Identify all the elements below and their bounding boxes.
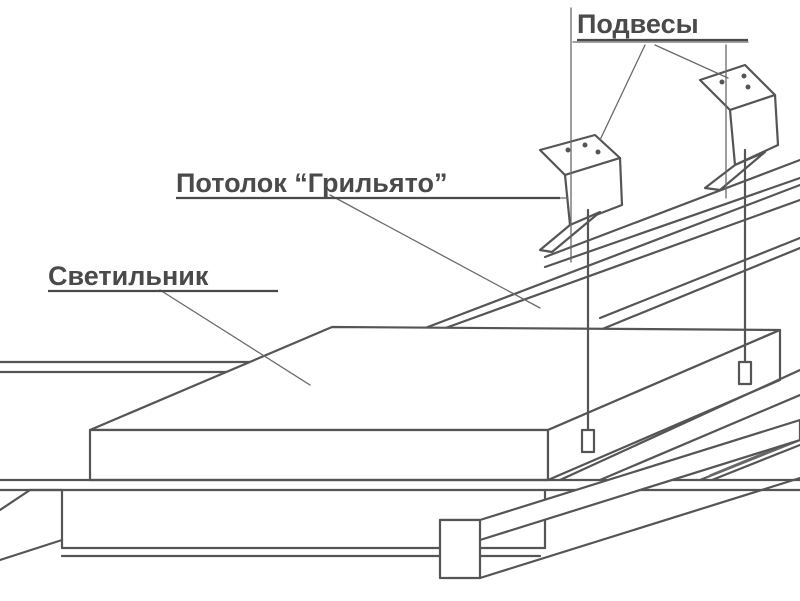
label-luminaire: Светильник [48,261,278,293]
leader-lines [159,7,749,386]
label-hangers-text: Подвесы [577,9,699,39]
luminaire-front-face [88,428,550,482]
cross-rail [438,418,800,580]
hanger-left [538,133,624,454]
label-ceiling: Потолок “Грильято” [176,168,560,200]
hanger-right [698,63,780,386]
luminaire-block [88,325,782,482]
label-hangers: Подвесы [577,9,748,42]
label-ceiling-text: Потолок “Грильято” [176,168,447,198]
rail-left-horizontal [0,360,262,374]
label-luminaire-text: Светильник [48,261,209,291]
